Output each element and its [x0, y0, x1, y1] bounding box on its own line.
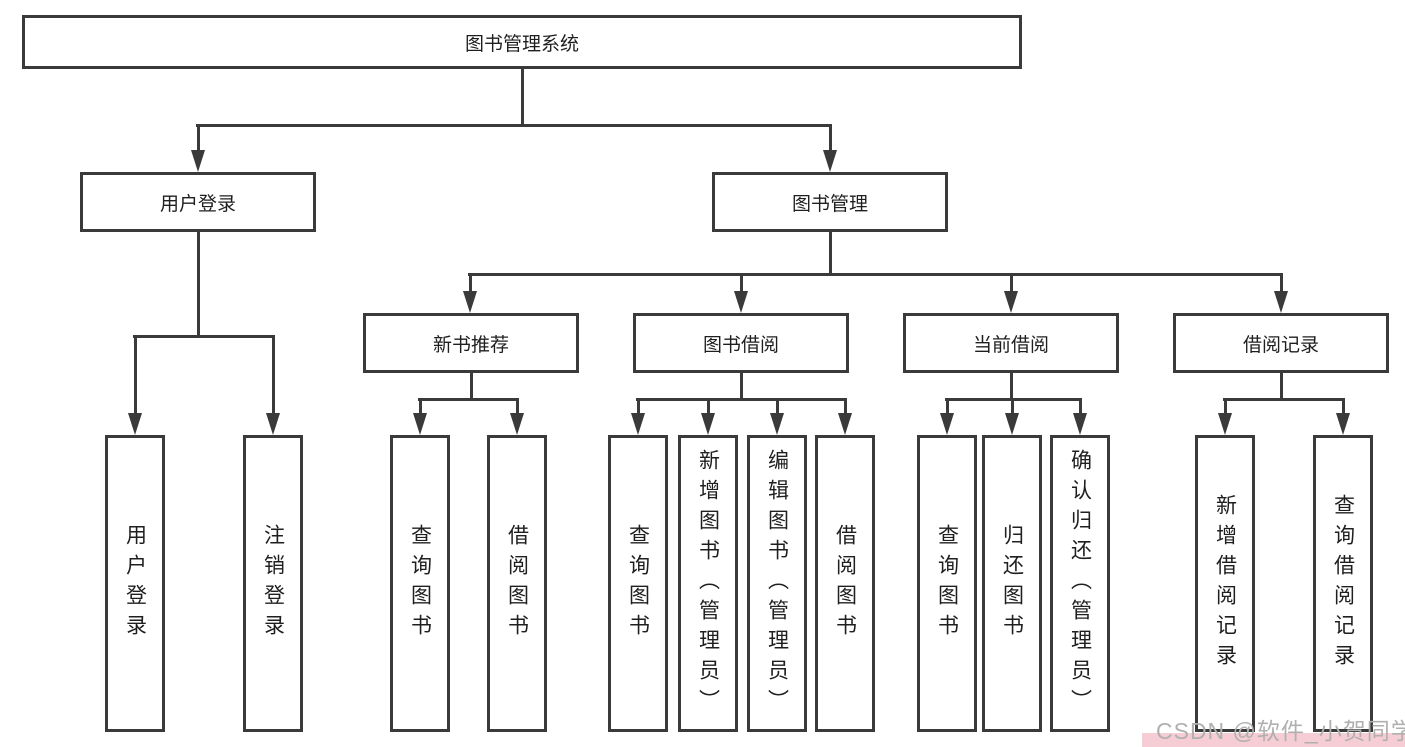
arrow-down-icon: [734, 291, 748, 313]
leaf-borrow-books-recommend: 借阅图书: [487, 435, 547, 732]
connector-line: [196, 124, 832, 127]
node-new-book-recommend-label: 新书推荐: [432, 334, 509, 356]
leaf-edit-books-admin: 编辑图书（管理员）: [747, 435, 807, 732]
node-borrowing-records: 借阅记录: [1173, 313, 1389, 373]
connector-line: [520, 69, 524, 127]
leaf-user-login-label: 用户登录: [123, 523, 147, 644]
leaf-borrow-books-label: 借阅图书: [833, 523, 857, 644]
arrow-down-icon: [770, 413, 784, 435]
arrow-down-icon: [701, 413, 715, 435]
connector-line: [636, 398, 847, 401]
arrow-down-icon: [413, 413, 427, 435]
leaf-query-books-recommend: 查询图书: [390, 435, 450, 732]
leaf-edit-books-admin-label: 编辑图书（管理员）: [765, 448, 789, 719]
connector-line: [1010, 398, 1014, 415]
connector-line: [196, 232, 200, 338]
connector-line: [271, 335, 275, 415]
leaf-query-books-borrowing: 查询图书: [608, 435, 668, 732]
arrow-down-icon: [510, 413, 524, 435]
connector-line: [1279, 373, 1283, 400]
connector-line: [1009, 273, 1013, 293]
node-user-login: 用户登录: [80, 172, 316, 232]
arrow-down-icon: [463, 291, 477, 313]
node-book-borrowing-label: 图书借阅: [702, 334, 779, 356]
node-root-label: 图书管理系统: [464, 33, 579, 55]
leaf-query-books-current: 查询图书: [917, 435, 977, 732]
arrow-down-icon: [1004, 291, 1018, 313]
arrow-down-icon: [838, 413, 852, 435]
node-current-borrowing: 当前借阅: [903, 313, 1119, 373]
leaf-confirm-return-admin: 确认归还（管理员）: [1050, 435, 1110, 732]
leaf-query-books-current-label: 查询图书: [935, 523, 959, 644]
arrow-down-icon: [631, 413, 645, 435]
connector-line: [945, 398, 1082, 401]
connector-line: [418, 398, 422, 415]
connector-line: [133, 335, 275, 338]
arrow-down-icon: [1274, 291, 1288, 313]
connector-line: [469, 373, 473, 400]
leaf-query-books-recommend-label: 查询图书: [408, 523, 432, 644]
connector-line: [739, 273, 743, 293]
connector-line: [468, 273, 472, 293]
connector-line: [1341, 398, 1345, 415]
connector-line: [468, 273, 1283, 276]
node-book-management-label: 图书管理: [791, 193, 868, 215]
leaf-logout: 注销登录: [243, 435, 303, 732]
leaf-query-books-borrowing-label: 查询图书: [626, 523, 650, 644]
arrow-down-icon: [1073, 413, 1087, 435]
leaf-return-books: 归还图书: [982, 435, 1042, 732]
node-user-login-label: 用户登录: [159, 193, 236, 215]
leaf-add-books-admin: 新增图书（管理员）: [678, 435, 738, 732]
leaf-borrow-books: 借阅图书: [815, 435, 875, 732]
arrow-down-icon: [266, 413, 280, 435]
leaf-add-books-admin-label: 新增图书（管理员）: [696, 448, 720, 719]
arrow-down-icon: [1005, 413, 1019, 435]
node-current-borrowing-label: 当前借阅: [972, 334, 1049, 356]
leaf-confirm-return-admin-label: 确认归还（管理员）: [1068, 448, 1092, 719]
connector-line: [1009, 373, 1013, 400]
connector-line: [1223, 398, 1227, 415]
leaf-return-books-label: 归还图书: [1000, 523, 1024, 644]
arrow-down-icon: [191, 150, 205, 172]
connector-line: [775, 398, 779, 415]
connector-line: [828, 232, 832, 276]
connector-line: [828, 124, 832, 152]
watermark-text: CSDN @软件_小贺同学: [1156, 718, 1405, 744]
arrow-down-icon: [940, 413, 954, 435]
node-book-management: 图书管理: [712, 172, 948, 232]
connector-line: [515, 398, 519, 415]
leaf-add-borrow-record-label: 新增借阅记录: [1213, 493, 1237, 674]
connector-line: [843, 398, 847, 415]
leaf-query-borrow-record-label: 查询借阅记录: [1331, 493, 1355, 674]
connector-line: [418, 398, 519, 401]
arrow-down-icon: [1336, 413, 1350, 435]
connector-line: [1279, 273, 1283, 293]
node-book-borrowing: 图书借阅: [633, 313, 849, 373]
connector-line: [196, 124, 200, 152]
connector-line: [636, 398, 640, 415]
leaf-add-borrow-record: 新增借阅记录: [1195, 435, 1255, 732]
arrow-down-icon: [1218, 413, 1232, 435]
leaf-user-login: 用户登录: [105, 435, 165, 732]
arrow-down-icon: [128, 413, 142, 435]
node-root: 图书管理系统: [22, 15, 1022, 69]
watermark-strip: [1142, 733, 1405, 747]
connector-line: [945, 398, 949, 415]
arrow-down-icon: [823, 150, 837, 172]
leaf-query-borrow-record: 查询借阅记录: [1313, 435, 1373, 732]
leaf-logout-label: 注销登录: [261, 523, 285, 644]
connector-line: [706, 398, 710, 415]
connector-line: [1078, 398, 1082, 415]
connector-line: [133, 335, 137, 415]
connector-line: [739, 373, 743, 400]
node-new-book-recommend: 新书推荐: [363, 313, 579, 373]
node-borrowing-records-label: 借阅记录: [1242, 334, 1319, 356]
leaf-borrow-books-recommend-label: 借阅图书: [505, 523, 529, 644]
connector-line: [1223, 398, 1345, 401]
